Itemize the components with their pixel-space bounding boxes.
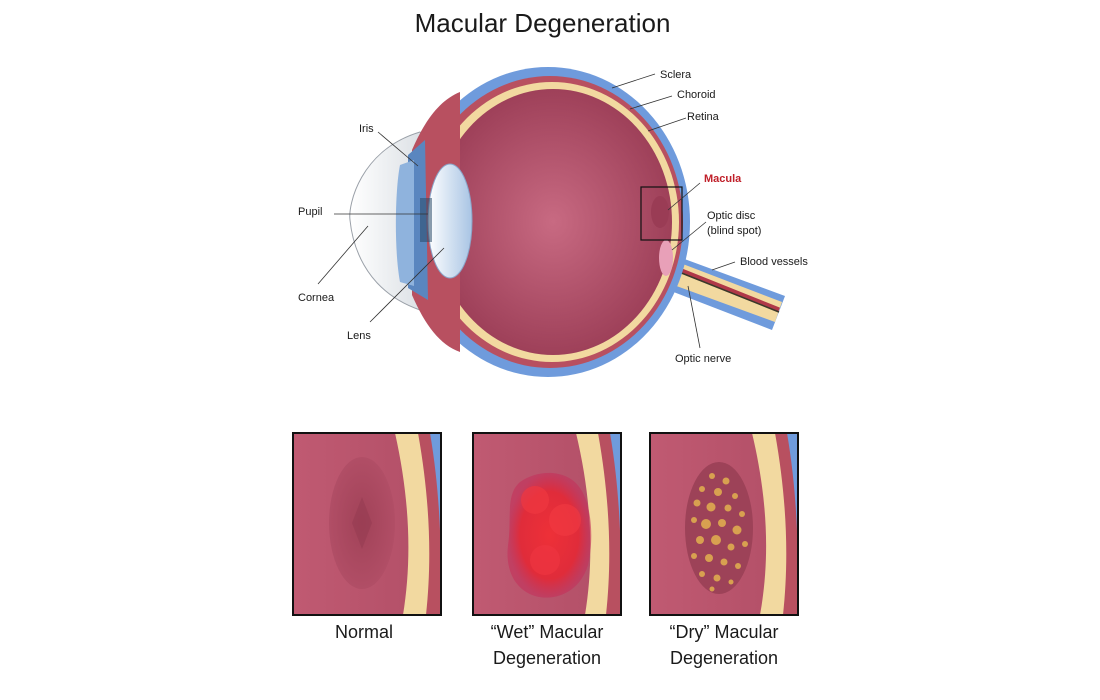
label-lens: Lens [347,330,371,342]
iris-front [395,160,414,286]
wet-hemorrhage [507,472,592,598]
iris-leader [377,131,419,167]
caption-wet-line1: “Wet” Macular [491,622,604,642]
optic-disc [659,240,673,276]
caption-dry-line2: Degeneration [670,648,778,668]
label-optic-nerve: Optic nerve [675,353,731,365]
lens-leader [369,247,445,323]
label-optic-disc-subtitle: (blind spot) [707,225,761,237]
macula-leader [667,182,701,211]
label-macula: Macula [704,173,742,185]
caption-wet-line2: Degeneration [493,648,601,668]
label-cornea: Cornea [298,292,335,304]
label-optic-disc: Optic disc [707,210,756,222]
retina-leader [647,117,687,132]
panel-normal [292,432,442,616]
label-sclera: Sclera [660,69,692,81]
blood-vessels-leader [711,261,736,271]
leader-lines [317,73,736,349]
panel-dry [649,432,799,616]
label-choroid: Choroid [677,89,716,101]
macula-highlight-box [640,186,683,241]
page-title: Macular Degeneration [414,8,671,38]
cornea-leader [317,225,369,285]
optic-disc-leader [671,221,707,251]
caption-dry-line1: “Dry” Macular [669,622,778,642]
label-retina: Retina [687,111,720,123]
blood-vessel [663,261,780,313]
lens [427,163,473,279]
caption-normal: Normal [335,622,393,642]
blood-vessel-dark [663,265,780,313]
choroid-leader [629,95,673,110]
optic-nerve-leader [687,285,701,349]
label-iris: Iris [359,123,374,135]
panel-wet [472,432,622,616]
pupil [420,198,432,242]
drusen-deposits [691,473,748,592]
macula-dry [685,462,753,594]
sclera-leader [611,73,656,89]
vitreous-body [434,89,672,355]
eye-cross-section [349,67,785,377]
label-pupil: Pupil [298,206,322,218]
label-blood-vessels: Blood vessels [740,256,808,268]
macula [651,196,669,228]
